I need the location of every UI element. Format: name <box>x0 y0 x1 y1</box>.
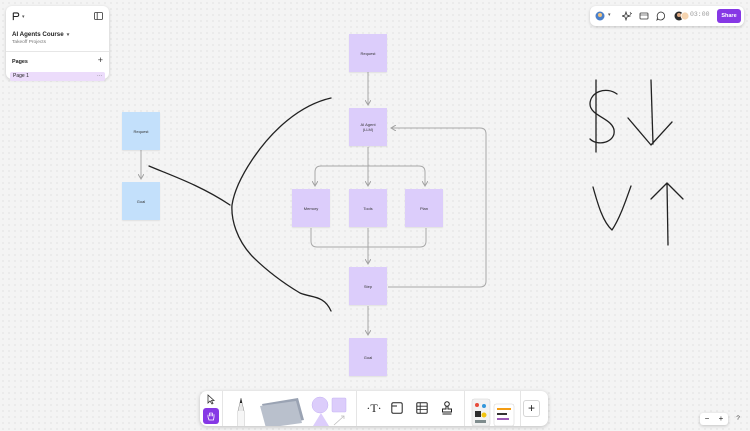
cursor-icon[interactable] <box>206 394 216 405</box>
freehand-dollar <box>589 89 618 144</box>
sticky-goal-left[interactable]: Goal <box>122 182 160 220</box>
sticky-ai-agent[interactable]: AI Agent (LLM) <box>349 108 387 146</box>
help-button[interactable]: ? <box>736 415 740 422</box>
file-title[interactable]: AI Agents Course ▾ <box>12 31 70 38</box>
project-name[interactable]: Takeoff Projects <box>12 40 47 45</box>
freehand-up-arrow <box>650 182 684 246</box>
sticky-request-left[interactable]: Request <box>122 112 160 150</box>
chevron-down-icon[interactable]: ▾ <box>608 12 611 18</box>
pages-heading: Pages <box>12 59 28 65</box>
section-icon[interactable] <box>391 402 403 414</box>
freehand-v <box>592 185 632 231</box>
more-icon[interactable]: ··· <box>97 73 102 79</box>
sticky-step[interactable]: Step <box>349 267 387 305</box>
comment-icon[interactable] <box>656 11 666 21</box>
stamp-icon[interactable] <box>441 401 453 415</box>
text-tool[interactable]: ·T· <box>365 401 383 415</box>
page-item-1[interactable]: Page 1 ··· <box>10 72 105 81</box>
present-icon[interactable] <box>639 11 649 21</box>
zoom-in-button[interactable]: + <box>718 414 724 423</box>
avatar-icon[interactable] <box>595 11 606 21</box>
share-button[interactable]: Share <box>717 9 741 23</box>
figjam-logo-icon <box>12 12 20 21</box>
sticky-request-top[interactable]: Request <box>349 34 387 72</box>
sticky-note-icon[interactable] <box>258 396 306 426</box>
file-panel: ▾ AI Agents Course ▾ Takeoff Projects Pa… <box>6 6 109 81</box>
sparkle-icon[interactable] <box>622 11 632 21</box>
sticky-tools[interactable]: Tools <box>349 189 387 227</box>
plus-icon[interactable]: + <box>97 55 103 65</box>
shapes-icon[interactable] <box>310 396 352 426</box>
divider <box>464 391 465 426</box>
top-right-toolbar: ▾ 03:00 Share <box>590 6 744 26</box>
connector-loop <box>388 128 487 288</box>
chevron-down-icon: ▾ <box>66 31 70 38</box>
divider <box>6 51 109 52</box>
freehand-down-arrow <box>627 79 673 146</box>
freehand-line <box>148 165 231 206</box>
divider <box>222 391 223 426</box>
sidebar-toggle-icon[interactable] <box>94 12 103 20</box>
sticky-memory[interactable]: Memory <box>292 189 330 227</box>
sticky-plan[interactable]: Plan <box>405 189 443 227</box>
chevron-down-icon: ▾ <box>22 13 25 20</box>
collaborator-avatars[interactable] <box>674 11 690 21</box>
zoom-out-button[interactable]: − <box>704 414 710 423</box>
divider <box>520 391 521 426</box>
more-tools-button[interactable]: + <box>523 400 540 417</box>
sticky-goal-bottom[interactable]: Goal <box>349 338 387 376</box>
freehand-brace <box>231 97 332 312</box>
timer-display[interactable]: 03:00 <box>690 11 710 18</box>
bottom-toolbar: ·T· + <box>200 391 548 426</box>
connector-split <box>314 165 425 186</box>
stickers-icon[interactable] <box>470 396 516 426</box>
zoom-controls: − + <box>700 413 728 425</box>
text-icon: ·T· <box>366 401 382 415</box>
table-icon[interactable] <box>416 402 428 414</box>
hand-tool-button[interactable] <box>203 408 219 424</box>
plus-icon: + <box>527 401 535 415</box>
main-menu-button[interactable]: ▾ <box>12 12 25 21</box>
hand-icon <box>207 412 215 421</box>
divider <box>356 391 357 426</box>
marker-icon[interactable] <box>230 395 252 426</box>
